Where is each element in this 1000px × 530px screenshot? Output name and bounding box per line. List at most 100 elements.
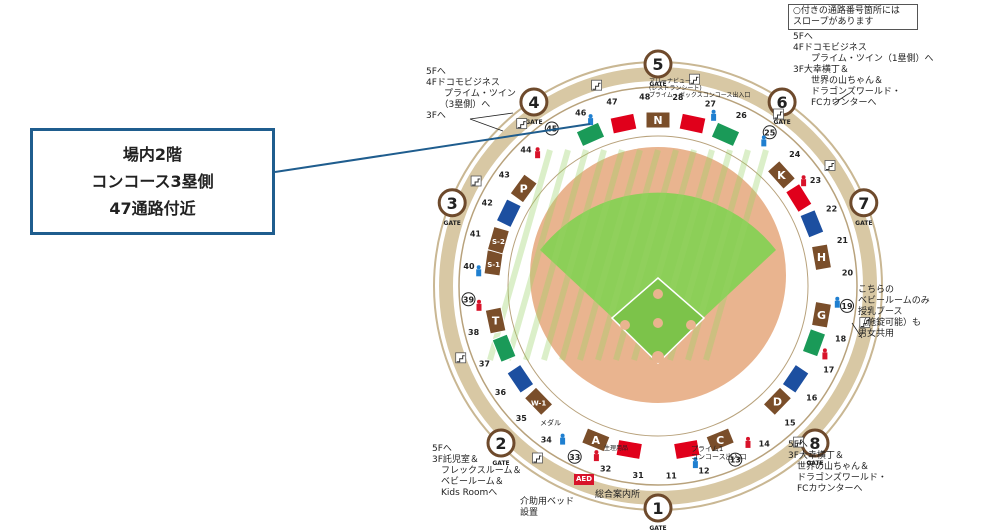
location-callout: 場内2階 コンコース3塁側 47通路付近 xyxy=(30,128,275,235)
grass-stripe xyxy=(685,149,751,361)
callout-concourse: コンコース3塁側 xyxy=(91,172,214,191)
seat-section: G xyxy=(810,301,833,329)
gate-number: 6 xyxy=(777,93,788,112)
babyroom-note: こちらの ベビールームのみ 授乳ブース （施錠可能）も 男女共用 xyxy=(858,285,930,339)
aisle-number: 33 xyxy=(569,453,580,462)
stairs-icon xyxy=(532,452,543,464)
restroom-icon-body xyxy=(588,118,594,126)
note-leader-a xyxy=(469,118,504,132)
aisle-number: 13 xyxy=(730,456,741,465)
aisle-number: 31 xyxy=(633,471,645,480)
aisle-number: 46 xyxy=(575,108,587,117)
gate-number: 2 xyxy=(495,434,506,453)
section-letter: P xyxy=(520,182,528,195)
facility-icons xyxy=(455,73,871,469)
aisle-number: 40 xyxy=(463,262,475,271)
seat-section xyxy=(575,121,606,148)
restroom-icon xyxy=(835,296,840,301)
note-leader-d xyxy=(851,322,863,339)
gate-marker xyxy=(643,49,673,79)
stairs-icon-shape xyxy=(774,111,783,119)
seat-section: C xyxy=(705,427,735,453)
section-letter: H xyxy=(817,251,826,264)
seat-section xyxy=(801,328,827,358)
prime1-note: プライム1 コンコース出入口 xyxy=(691,445,747,461)
seat-section xyxy=(799,209,825,239)
seat-section-block xyxy=(799,209,825,239)
medical-bed-label: 介助用ベッド 設置 xyxy=(520,497,575,518)
restroom-icon-body xyxy=(822,352,828,360)
note-leader-c xyxy=(832,93,849,105)
seat-section: N xyxy=(645,111,671,129)
aisle-number: 42 xyxy=(482,199,493,208)
seat-section-block xyxy=(762,386,793,417)
restroom-icon-body xyxy=(593,454,599,462)
aisle-number: 41 xyxy=(470,230,482,239)
seat-section: S-1 xyxy=(483,249,504,277)
aisle-number: 47 xyxy=(606,98,617,107)
seat-section-block xyxy=(710,121,741,148)
slope-legend: ○付きの通路番号箇所には スロープがあります xyxy=(788,4,918,30)
note-leader-b xyxy=(469,112,514,120)
gate-number: 5 xyxy=(652,55,663,74)
gate-marker xyxy=(437,188,467,218)
seat-section-block xyxy=(810,301,833,329)
seat-section: H xyxy=(810,243,833,271)
stairs-icon xyxy=(689,73,700,85)
restroom-icon xyxy=(711,109,716,114)
aisle-number: 23 xyxy=(810,176,821,185)
section-letter: W-1 xyxy=(531,399,546,407)
gate-label: GATE xyxy=(855,220,872,227)
gate-label: GATE xyxy=(649,81,666,88)
aisle-number: 48 xyxy=(639,93,651,102)
seat-section xyxy=(609,112,638,135)
aisle-number: 25 xyxy=(764,128,776,137)
stairs-icon-shape xyxy=(517,121,526,129)
seat-section xyxy=(495,198,522,229)
seat-section: P xyxy=(509,173,538,204)
restroom-icon-body xyxy=(476,303,482,311)
seat-section-block xyxy=(491,333,517,363)
seat-section-block xyxy=(484,306,507,335)
stairs-icon-shape xyxy=(456,355,465,363)
stairs-icon-shape xyxy=(690,76,699,84)
gate-number: 3 xyxy=(447,194,458,213)
restroom-icon xyxy=(477,299,481,304)
gate-marker xyxy=(849,188,879,218)
restroom-icon xyxy=(535,147,540,152)
seat-section xyxy=(781,363,810,394)
stairs-icon xyxy=(516,118,528,129)
seat-section: S-2 xyxy=(486,225,511,255)
section-letter: K xyxy=(777,169,786,182)
seat-section xyxy=(784,182,813,214)
arena-view-note: アリーナビュー (レストランシート) プライム・ボックスコンコース出入口 xyxy=(649,78,751,99)
aisle-number: 16 xyxy=(806,394,818,403)
section-letter: T xyxy=(492,315,500,328)
section-letter: C xyxy=(716,434,724,447)
aisle-number: 12 xyxy=(698,466,709,475)
gate-marker xyxy=(486,428,516,458)
grass-stripe xyxy=(559,149,625,361)
aed-icon: AED xyxy=(574,474,595,485)
aisle-number: 36 xyxy=(495,388,507,397)
aisle-number: 27 xyxy=(705,99,716,108)
seat-section xyxy=(506,363,535,394)
section-letter: S-2 xyxy=(492,238,505,246)
gate-number: 4 xyxy=(528,93,539,112)
grass-stripe xyxy=(541,149,607,361)
aisle-number: 19 xyxy=(841,302,853,311)
restroom-icon xyxy=(822,348,827,353)
restroom-icon-body xyxy=(476,269,482,277)
gate4-note: 5Fへ 4Fドコモビジネス プライム・ツイン （3塁側）へ 3Fへ xyxy=(426,67,516,121)
home-plate-area xyxy=(652,351,664,363)
stairs-icon xyxy=(824,160,836,171)
seat-section-block xyxy=(575,121,606,148)
stairs-icon-shape xyxy=(860,320,869,327)
seat-section-block xyxy=(486,225,511,255)
seat-section-block xyxy=(801,328,827,358)
grass-stripe xyxy=(505,149,571,361)
aisle-number: 37 xyxy=(479,359,490,368)
seat-section xyxy=(615,438,643,461)
aisle-number: 21 xyxy=(837,236,849,245)
